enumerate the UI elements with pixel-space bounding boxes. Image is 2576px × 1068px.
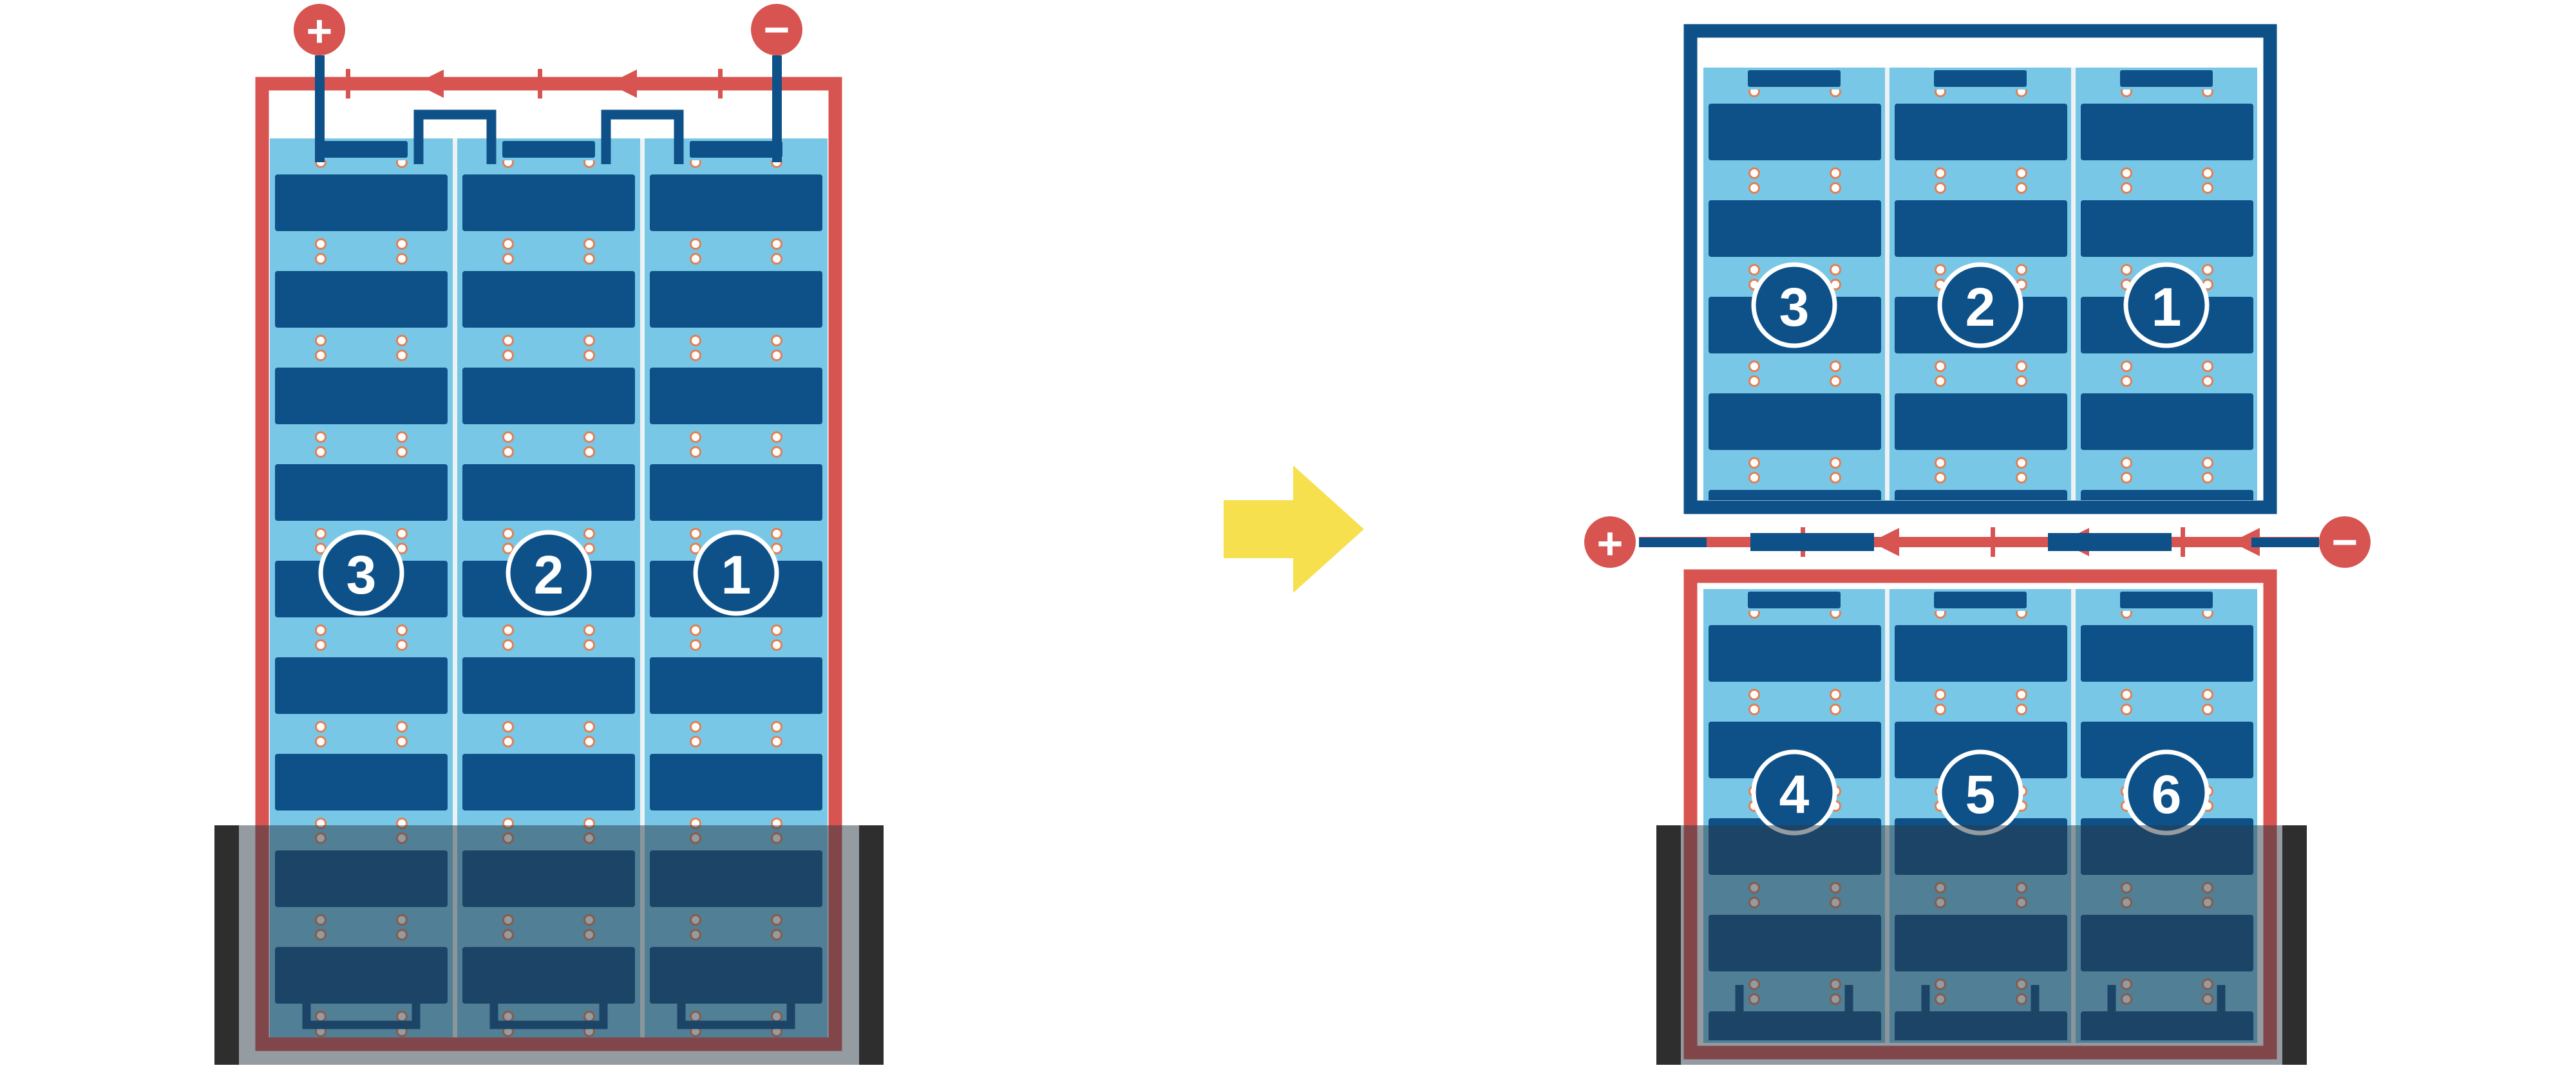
- string-label-circle: [2123, 262, 2210, 348]
- terminal-stub: [772, 55, 782, 162]
- top-half-panel: 3 2 1: [1683, 24, 2277, 514]
- cell-tab: [1748, 592, 1841, 608]
- string-label: 3: [1751, 262, 1837, 348]
- shade-bar: [1656, 825, 1681, 1065]
- string-separator: [1885, 68, 1889, 500]
- current-tick: [346, 69, 350, 98]
- minus-terminal: −: [2319, 516, 2371, 568]
- shade-bar: [2282, 825, 2307, 1065]
- interconnect-strap: [2048, 533, 2172, 551]
- string-label-number: 5: [1965, 764, 1996, 825]
- string-label: 1: [2123, 262, 2210, 348]
- string-label-circle: [1937, 262, 2023, 348]
- string-separator: [1885, 589, 1889, 1043]
- cell-tab: [690, 141, 782, 158]
- string-label: 6: [2123, 749, 2210, 836]
- minus-icon: −: [2332, 517, 2358, 567]
- minus-terminal-circle: [751, 4, 802, 55]
- string-bridge: [601, 109, 684, 164]
- current-rail: [1639, 537, 2319, 547]
- plus-terminal: +: [294, 4, 345, 56]
- current-direction-arrow-icon: [609, 70, 637, 98]
- current-direction-arrow-icon: [2231, 528, 2260, 556]
- string-label-number: 1: [721, 545, 752, 605]
- plus-icon: +: [1597, 518, 1624, 568]
- cell-tab: [1934, 592, 2027, 608]
- string-label-number: 2: [534, 545, 564, 605]
- string-separator: [2071, 68, 2076, 500]
- shading-overlay-left: [214, 825, 884, 1065]
- plus-icon: +: [307, 6, 333, 56]
- string-label-number: 2: [1965, 277, 1996, 337]
- string-separator: [453, 138, 457, 1038]
- shade-bar: [859, 825, 884, 1065]
- string-label-circle: [506, 530, 592, 616]
- string-label-number: 6: [2152, 764, 2182, 825]
- terminal-stub: [1639, 538, 1707, 547]
- cell-tab: [1748, 70, 1841, 87]
- interconnect-strap: [1750, 533, 1874, 551]
- current-tick: [1991, 527, 1995, 557]
- current-direction-arrow-icon: [415, 70, 444, 98]
- minus-terminal-circle: [2319, 516, 2371, 568]
- string-label-circle: [318, 530, 404, 616]
- string-bridge: [413, 109, 497, 164]
- cell-tab: [315, 141, 408, 158]
- cell-tab: [1934, 70, 2027, 87]
- junction-rail: + −: [1584, 516, 2371, 568]
- current-tick: [2181, 527, 2185, 557]
- string-label-number: 4: [1779, 764, 1810, 825]
- string-label-circle: [693, 530, 779, 616]
- string-separator: [2071, 589, 2076, 1043]
- current-tick: [538, 69, 542, 98]
- current-tick: [718, 69, 723, 98]
- plus-terminal: +: [1584, 516, 1636, 568]
- string-label-number: 3: [346, 545, 377, 605]
- string-separator: [640, 138, 645, 1038]
- string-label: 5: [1937, 749, 2023, 836]
- shade-bar: [214, 825, 239, 1065]
- plus-terminal-circle: [294, 4, 345, 55]
- panel-frame: [1683, 24, 2277, 514]
- string-label: 2: [1937, 262, 2023, 348]
- cell-tab: [502, 141, 595, 158]
- string-label: 4: [1751, 749, 1837, 836]
- cell-tab: [2120, 592, 2213, 608]
- string-label-circle: [1751, 262, 1837, 348]
- string-label: 1: [693, 530, 779, 616]
- shading-overlay-right: [1656, 825, 2307, 1065]
- string-label: 3: [318, 530, 404, 616]
- plus-terminal-circle: [1584, 516, 1636, 568]
- shade-region: [214, 825, 884, 1065]
- string-label-number: 3: [1779, 277, 1810, 337]
- string-label-number: 1: [2152, 277, 2182, 337]
- terminal-stub: [315, 55, 325, 162]
- minus-icon: −: [764, 5, 790, 55]
- transition-arrow-icon: [1224, 465, 1364, 593]
- minus-terminal: −: [751, 4, 802, 55]
- string-label: 2: [506, 530, 592, 616]
- cell-tab: [2120, 70, 2213, 87]
- terminal-stub: [2251, 538, 2319, 547]
- shade-region: [1656, 825, 2307, 1065]
- current-direction-arrow-icon: [1871, 528, 1899, 556]
